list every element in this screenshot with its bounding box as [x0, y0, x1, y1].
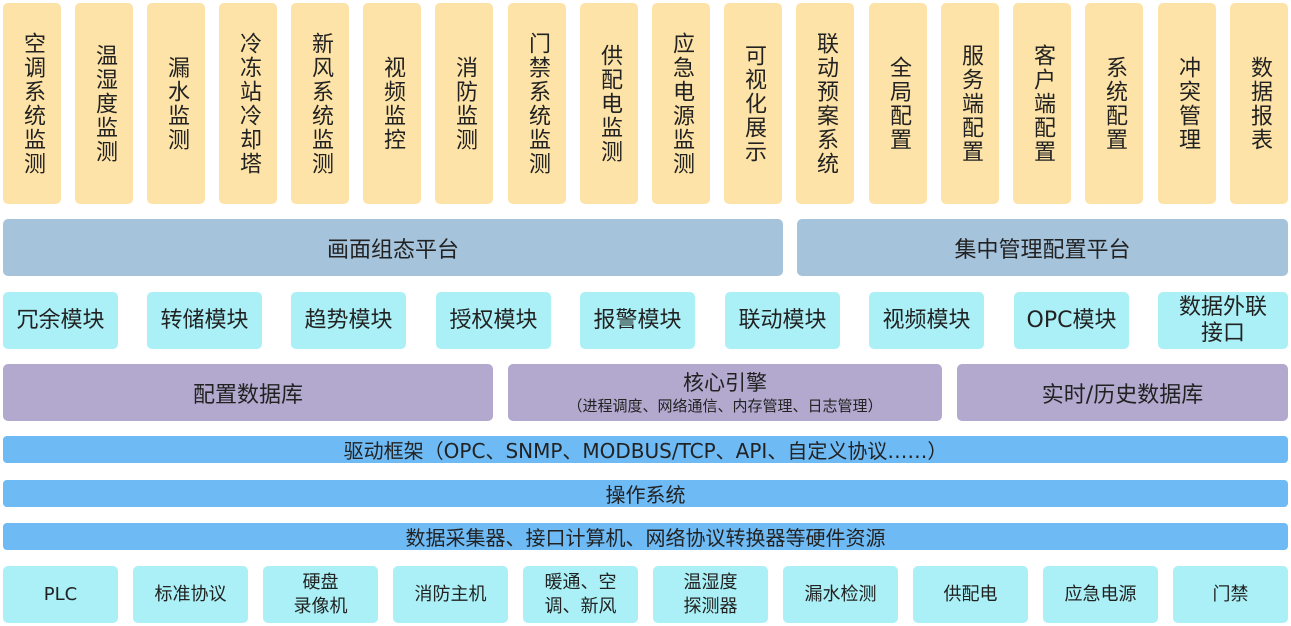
module-alarm: 报警模块: [580, 292, 695, 349]
app-label: 服务端配置: [958, 43, 983, 164]
app-label: 漏水监测: [164, 55, 189, 152]
driver-framework-bar: 驱动框架（OPC、SNMP、MODBUS/TCP、API、自定义协议……）: [3, 436, 1288, 463]
app-client-config: 客户端配置: [1013, 3, 1071, 204]
module-opc: OPC模块: [1014, 292, 1129, 349]
app-label: 空调系统监测: [20, 31, 45, 176]
app-label: 新风系统监测: [308, 31, 333, 176]
app-humidity-monitor: 温湿度监测: [75, 3, 133, 204]
hardware-resources-bar: 数据采集器、接口计算机、网络协议转换器等硬件资源: [3, 523, 1288, 550]
app-leak-monitor: 漏水监测: [147, 3, 205, 204]
device-fire-host: 消防主机: [393, 566, 508, 623]
core-engine: 核心引擎 （进程调度、网络通信、内存管理、日志管理）: [508, 364, 942, 421]
module-archive: 转储模块: [147, 292, 262, 349]
app-label: 联动预案系统: [813, 31, 838, 176]
app-label: 可视化展示: [741, 43, 766, 164]
app-video-surveillance: 视频监控: [363, 3, 421, 204]
platform-central-mgmt: 集中管理配置平台: [797, 219, 1288, 276]
module-external-api: 数据外联 接口: [1158, 292, 1288, 349]
app-server-config: 服务端配置: [941, 3, 999, 204]
app-visualization: 可视化展示: [724, 3, 782, 204]
device-hvac: 暖通、空 调、新风: [523, 566, 638, 623]
app-label: 冷冻站冷却塔: [236, 31, 261, 176]
app-label: 供配电监测: [597, 43, 622, 164]
app-label: 消防监测: [452, 55, 477, 152]
app-label: 全局配置: [886, 55, 911, 152]
device-th-sensor: 温湿度 探测器: [653, 566, 768, 623]
core-engine-title: 核心引擎: [683, 370, 767, 395]
app-fresh-air-monitor: 新风系统监测: [291, 3, 349, 204]
app-chiller-tower: 冷冻站冷却塔: [219, 3, 277, 204]
core-engine-subtitle: （进程调度、网络通信、内存管理、日志管理）: [567, 396, 883, 415]
device-dvr: 硬盘 录像机: [263, 566, 378, 623]
device-leak-detect: 漏水检测: [783, 566, 898, 623]
device-plc: PLC: [3, 566, 118, 623]
app-label: 系统配置: [1102, 55, 1127, 152]
device-access: 门禁: [1173, 566, 1288, 623]
app-ups-monitor: 应急电源监测: [652, 3, 710, 204]
app-label: 应急电源监测: [669, 31, 694, 176]
platform-hmi-config: 画面组态平台: [3, 219, 783, 276]
app-data-report: 数据报表: [1230, 3, 1288, 204]
device-standard-proto: 标准协议: [133, 566, 248, 623]
app-global-config: 全局配置: [869, 3, 927, 204]
app-linkage-plan: 联动预案系统: [796, 3, 854, 204]
module-redundancy: 冗余模块: [3, 292, 118, 349]
app-system-config: 系统配置: [1085, 3, 1143, 204]
app-power-monitor: 供配电监测: [580, 3, 638, 204]
app-label: 视频监控: [380, 55, 405, 152]
app-label: 数据报表: [1247, 55, 1272, 152]
app-fire-monitor: 消防监测: [435, 3, 493, 204]
app-ac-monitor: 空调系统监测: [3, 3, 61, 204]
module-linkage: 联动模块: [725, 292, 840, 349]
app-access-monitor: 门禁系统监测: [508, 3, 566, 204]
os-bar: 操作系统: [3, 480, 1288, 507]
device-power: 供配电: [913, 566, 1028, 623]
device-ups: 应急电源: [1043, 566, 1158, 623]
config-database: 配置数据库: [3, 364, 493, 421]
module-video: 视频模块: [869, 292, 984, 349]
app-label: 冲突管理: [1175, 55, 1200, 152]
module-trend: 趋势模块: [291, 292, 406, 349]
app-label: 温湿度监测: [92, 43, 117, 164]
app-conflict-mgmt: 冲突管理: [1158, 3, 1216, 204]
module-license: 授权模块: [436, 292, 551, 349]
history-database: 实时/历史数据库: [957, 364, 1288, 421]
app-label: 客户端配置: [1030, 43, 1055, 164]
app-label: 门禁系统监测: [525, 31, 550, 176]
